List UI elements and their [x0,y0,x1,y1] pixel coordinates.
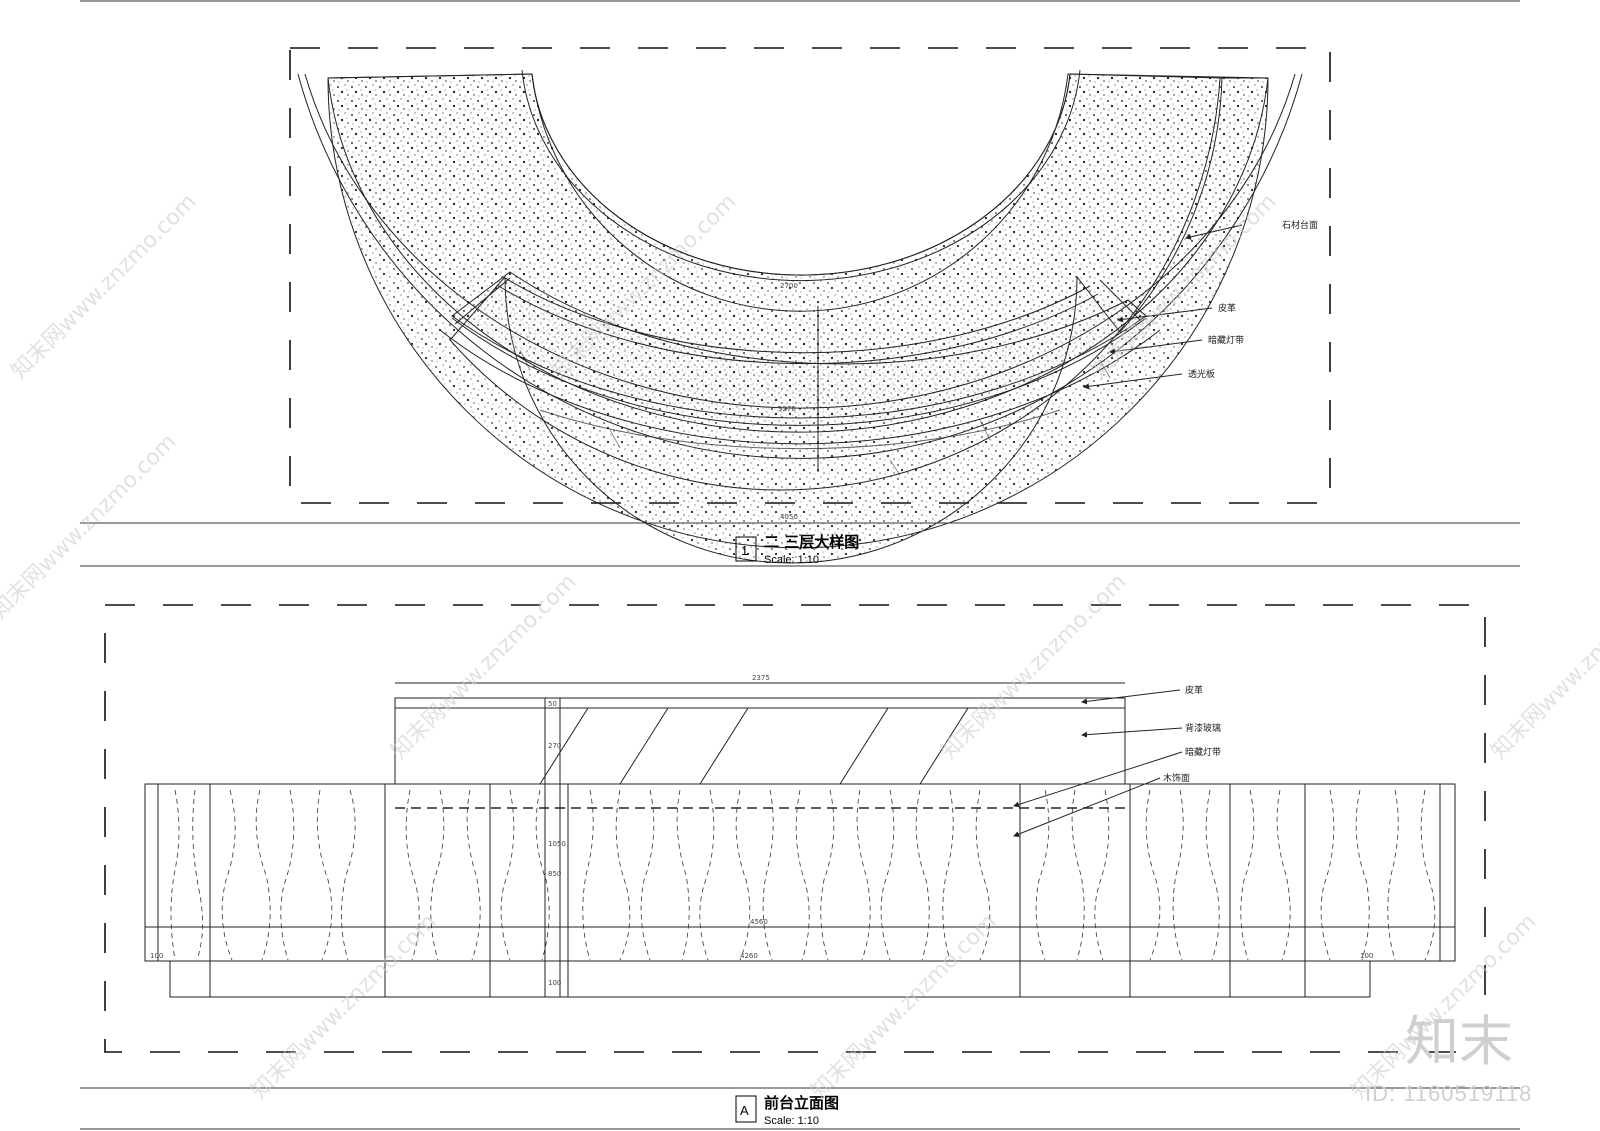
watermark-text: 知末网www.znzmo.com [0,429,181,624]
brand-logo: 知末 [1405,1010,1513,1073]
watermark-text: 知末网www.znzmo.com [937,569,1132,764]
elev-dim-top: 2375 [752,674,770,682]
plan-label-leather: 皮革 [1218,302,1236,314]
elevation-tag: A [740,1103,749,1118]
plan-label-stone: 石材台面 [1282,219,1318,231]
elevation-leaders: 皮革 背漆玻璃 暗藏灯带 木饰面 [1013,684,1221,837]
elev-label-glass: 背漆玻璃 [1185,722,1221,734]
plan-dim-1: 2700 [780,282,798,290]
watermark-text: 知末网www.znzmo.com [1347,909,1542,1104]
watermark-text: 知末网www.znzmo.com [387,569,582,764]
elev-dim-left: 100 [150,952,163,960]
plan-dim-3: 4050 [780,513,798,521]
plan-dim-2: 3270 [778,405,796,413]
plan-label-led: 暗藏灯带 [1208,334,1244,346]
plan-leaders: 石材台面 皮革 暗藏灯带 透光板 [1083,219,1318,390]
elev-tag-box [735,1095,757,1123]
elev-dim-overall: 4560 [750,918,768,926]
elevation-scale: Scale: 1:10 [764,1115,819,1127]
plan-tag: 1 [741,543,748,558]
watermark-text: 知末网www.znzmo.com [247,909,442,1104]
elev-dim-h2: 270 [548,742,561,750]
elevation-view: 2375 [80,604,1520,1130]
elevation-title: 前台立面图 [764,1094,839,1112]
elev-dim-base: 4260 [740,952,758,960]
plan-view: 2700 3270 4050 石材台面 皮革 暗藏灯带 透光板 1 二 三层大样… [80,47,1520,567]
plan-scale: Scale: 1:10 [764,554,819,566]
elev-label-leather: 皮革 [1185,684,1203,696]
elev-dim-h5: 100 [548,979,561,987]
image-id: ID: 1160519118 [1365,1081,1532,1106]
elev-label-led: 暗藏灯带 [1185,746,1221,758]
watermark-text: 知末网www.znzmo.com [1487,569,1600,764]
elev-dim-right: 100 [1360,952,1373,960]
elev-dim-h3: 1050 [548,840,566,848]
watermark-text: 知末网www.znzmo.com [7,189,202,384]
elevation-frame [104,604,1486,1053]
plan-counter [297,69,1303,564]
plan-title: 二 三层大样图 [764,533,859,551]
glass-panel [394,697,1126,785]
elev-dim-h4: 850 [548,870,561,878]
counter-body [144,783,1456,998]
elev-dim-h1: 50 [548,700,557,708]
elev-label-wood: 木饰面 [1163,772,1190,784]
watermark-text: 知末网www.znzmo.com [807,909,1002,1104]
plan-label-panel: 透光板 [1188,368,1215,380]
plan-tag-box [735,536,757,562]
